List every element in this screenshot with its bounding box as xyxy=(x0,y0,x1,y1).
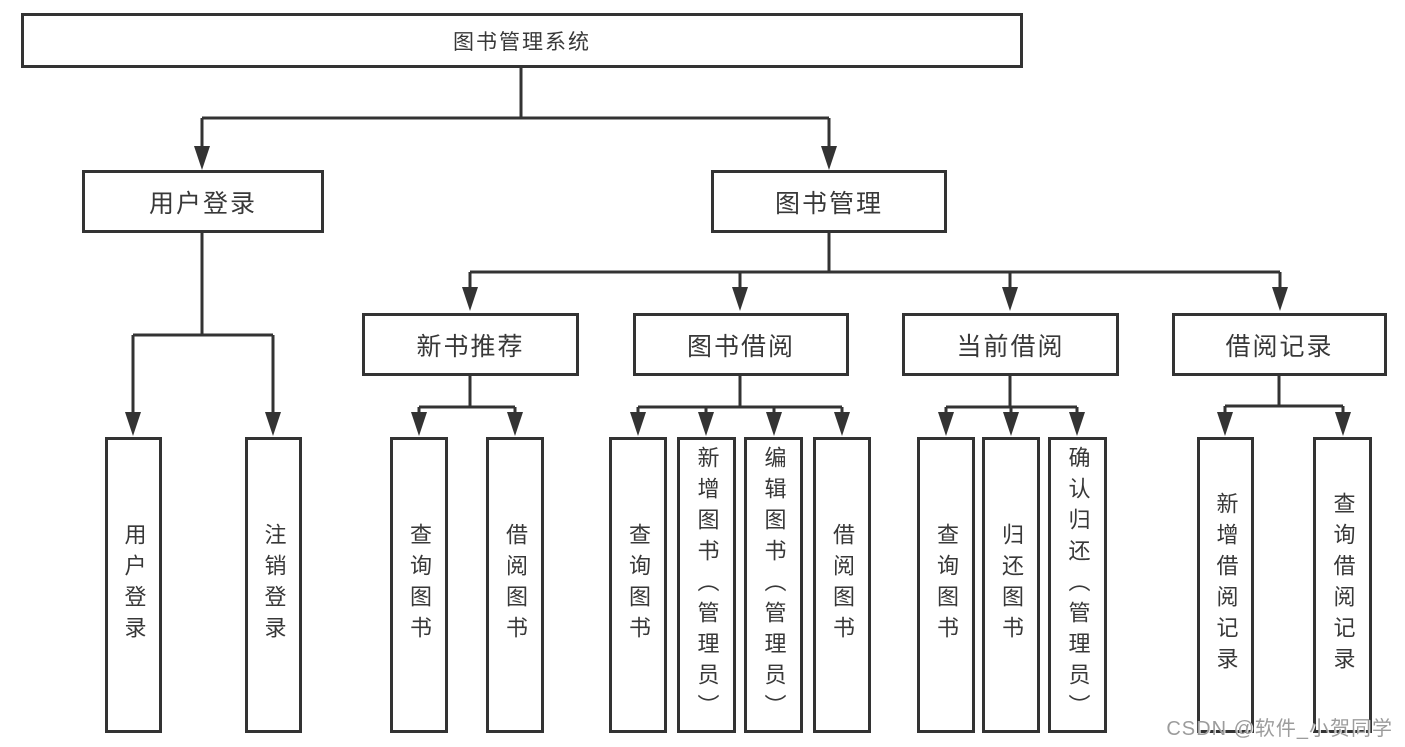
arrow-down-icon xyxy=(938,412,954,436)
arrow-down-icon xyxy=(1335,412,1351,436)
node-label: 归还图书 xyxy=(999,523,1024,647)
leaf-query-books-recommendation: 查询图书 xyxy=(390,437,448,733)
arrow-down-icon xyxy=(630,412,646,436)
node-label: 借阅图书 xyxy=(503,523,528,647)
leaf-query-books-current: 查询图书 xyxy=(917,437,975,733)
node-label: 借阅记录 xyxy=(1225,332,1334,361)
node-current-borrowing: 当前借阅 xyxy=(902,313,1119,376)
leaf-borrow-books-recommendation: 借阅图书 xyxy=(486,437,544,733)
leaf-return-books: 归还图书 xyxy=(982,437,1040,733)
node-label: 查询图书 xyxy=(934,523,959,647)
node-label: 图书管理 xyxy=(774,189,883,218)
node-label: 新增借阅记录 xyxy=(1213,492,1239,678)
node-label: 用户登录 xyxy=(121,523,147,647)
arrow-down-icon xyxy=(125,412,141,436)
node-label: 编辑图书（管理员） xyxy=(761,445,787,725)
node-label: 查询图书 xyxy=(626,523,651,647)
node-borrowing-records: 借阅记录 xyxy=(1172,313,1387,376)
leaf-borrow-books: 借阅图书 xyxy=(813,437,871,733)
node-label: 图书管理系统 xyxy=(453,30,591,54)
node-label: 借阅图书 xyxy=(830,523,855,647)
arrow-down-icon xyxy=(411,412,427,436)
leaf-user-login: 用户登录 xyxy=(105,437,162,733)
arrow-down-icon xyxy=(766,412,782,436)
node-label: 查询借阅记录 xyxy=(1330,492,1356,678)
node-book-management: 图书管理 xyxy=(711,170,947,233)
arrow-down-icon xyxy=(1002,287,1018,311)
node-label: 当前借阅 xyxy=(956,332,1065,361)
node-new-book-recommendation: 新书推荐 xyxy=(362,313,579,376)
node-label: 注销登录 xyxy=(261,523,287,647)
leaf-add-borrow-record: 新增借阅记录 xyxy=(1197,437,1254,733)
arrow-down-icon xyxy=(732,287,748,311)
arrow-down-icon xyxy=(1003,412,1019,436)
node-label: 新书推荐 xyxy=(416,332,525,361)
leaf-logout: 注销登录 xyxy=(245,437,302,733)
arrow-down-icon xyxy=(462,287,478,311)
arrow-down-icon xyxy=(821,146,837,170)
leaf-edit-books-admin: 编辑图书（管理员） xyxy=(744,437,803,733)
leaf-confirm-return-admin: 确认归还（管理员） xyxy=(1048,437,1107,733)
node-label: 用户登录 xyxy=(148,189,257,218)
arrow-down-icon xyxy=(1272,287,1288,311)
arrow-down-icon xyxy=(1217,412,1233,436)
arrow-down-icon xyxy=(698,412,714,436)
arrow-down-icon xyxy=(507,412,523,436)
leaf-query-books-borrowing: 查询图书 xyxy=(609,437,667,733)
arrow-down-icon xyxy=(1069,412,1085,436)
node-label: 查询图书 xyxy=(407,523,432,647)
arrow-down-icon xyxy=(194,146,210,170)
node-book-borrowing: 图书借阅 xyxy=(633,313,849,376)
arrow-down-icon xyxy=(265,412,281,436)
node-user-login: 用户登录 xyxy=(82,170,324,233)
node-library-management-system: 图书管理系统 xyxy=(21,13,1023,68)
node-label: 确认归还（管理员） xyxy=(1065,445,1091,725)
leaf-add-books-admin: 新增图书（管理员） xyxy=(677,437,736,733)
node-label: 图书借阅 xyxy=(686,332,795,361)
node-label: 新增图书（管理员） xyxy=(694,445,720,725)
leaf-query-borrow-record: 查询借阅记录 xyxy=(1313,437,1372,733)
csdn-watermark: CSDN @软件_小贺同学 xyxy=(1166,718,1393,740)
arrow-down-icon xyxy=(834,412,850,436)
